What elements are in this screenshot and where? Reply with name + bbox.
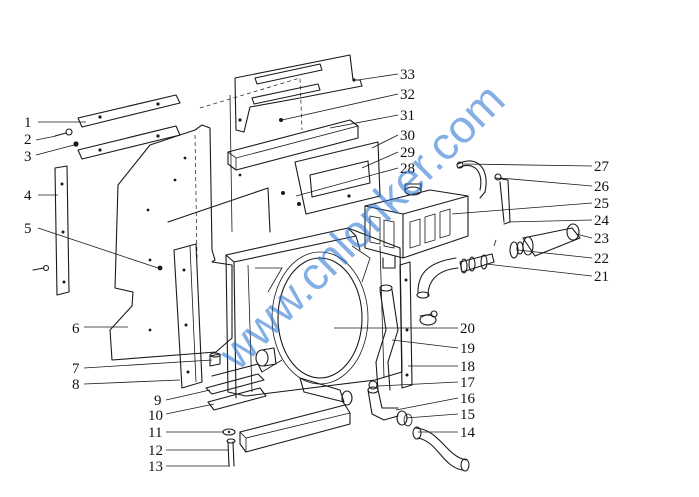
part-25-expansion-tank <box>364 183 469 269</box>
part-27-pipe <box>456 160 487 199</box>
leader-lines <box>35 73 593 467</box>
callout-1: 1 <box>24 115 32 131</box>
part-14-hose <box>412 426 470 472</box>
part-8-side-strip <box>173 243 203 389</box>
callout-13: 13 <box>148 459 163 475</box>
callout-2: 2 <box>24 132 32 148</box>
part-18-side-strip <box>399 261 413 389</box>
callout-17: 17 <box>460 375 476 391</box>
callout-28: 28 <box>400 161 415 177</box>
part-19-hose <box>375 284 399 391</box>
part-2-bolt <box>54 128 79 147</box>
callout-9: 9 <box>154 393 162 409</box>
callout-27: 27 <box>594 159 610 175</box>
part-11-washer <box>222 428 236 436</box>
radiator <box>225 227 403 399</box>
part-3-lower-bar <box>77 125 181 160</box>
part-7-nut <box>209 352 221 367</box>
callout-5: 5 <box>24 221 32 237</box>
callout-23: 23 <box>594 231 609 247</box>
part-16-elbow <box>367 380 399 421</box>
callout-30: 30 <box>400 128 415 144</box>
callout-26: 26 <box>594 179 610 195</box>
callout-19: 19 <box>460 341 475 357</box>
part-33-top-bracket <box>234 54 363 133</box>
callout-labels: 1 2 3 4 5 6 7 8 9 10 11 12 13 14 15 16 1… <box>24 67 610 475</box>
callout-14: 14 <box>460 425 476 441</box>
callout-21: 21 <box>594 269 609 285</box>
callout-20: 20 <box>460 321 475 337</box>
part-5-bolt <box>32 264 163 272</box>
callout-11: 11 <box>148 425 162 441</box>
callout-29: 29 <box>400 145 415 161</box>
part-10-pad <box>207 387 267 411</box>
part-1-upper-bar <box>77 94 181 128</box>
callout-18: 18 <box>460 359 475 375</box>
callout-16: 16 <box>460 391 476 407</box>
part-6-side-panel <box>109 124 233 361</box>
callout-6: 6 <box>72 321 80 337</box>
shroud-plate <box>167 77 303 233</box>
callout-22: 22 <box>594 251 609 267</box>
callout-7: 7 <box>72 361 80 377</box>
callout-12: 12 <box>148 443 163 459</box>
callout-4: 4 <box>24 188 32 204</box>
callout-25: 25 <box>594 196 609 212</box>
callout-8: 8 <box>72 377 80 393</box>
part-31-foam-bar <box>227 119 359 171</box>
part-9-bracket <box>205 363 265 395</box>
part-30-cover-plate <box>281 141 381 215</box>
callout-15: 15 <box>460 407 475 423</box>
part-20-shroud-bolt <box>419 310 438 318</box>
callout-3: 3 <box>24 149 32 165</box>
callout-24: 24 <box>594 213 610 229</box>
callout-33: 33 <box>400 67 415 83</box>
part-15-clamp <box>396 410 413 427</box>
part-4-vertical-strip <box>54 165 70 296</box>
callout-31: 31 <box>400 108 415 124</box>
lower-outlet-pipes <box>255 347 353 406</box>
part-13-base-rail <box>239 404 351 453</box>
callout-32: 32 <box>400 87 415 103</box>
tank-outlet-hose <box>416 257 459 326</box>
part-26-fitting <box>494 173 511 225</box>
part-12-bolt <box>226 438 236 467</box>
part-21-pipe <box>459 239 497 274</box>
callout-10: 10 <box>148 408 163 424</box>
